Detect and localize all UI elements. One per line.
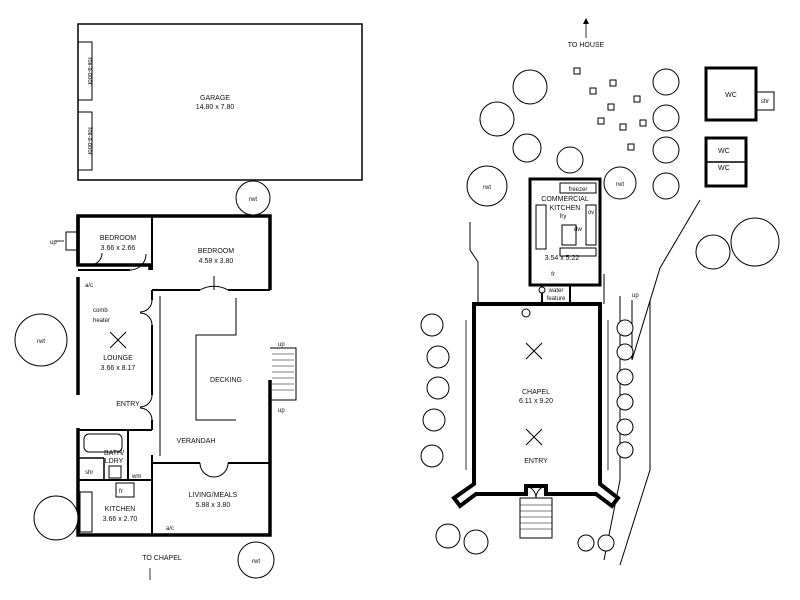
- tree: [512, 133, 542, 163]
- verandah-label: VERANDAH: [177, 438, 216, 445]
- kitchen-size: 3.54 x 5.22: [545, 255, 580, 262]
- tree: [577, 534, 595, 552]
- up-label: up: [50, 240, 57, 246]
- tree: [426, 345, 450, 369]
- garage-door-label: roll-a-door: [86, 57, 92, 84]
- tree: [616, 368, 634, 386]
- water-feature-label: feature: [547, 296, 566, 302]
- heater-label: comb: [93, 308, 108, 314]
- tree: [556, 146, 584, 174]
- tree: [463, 529, 489, 555]
- tree: [652, 136, 680, 164]
- tree: [422, 408, 446, 432]
- kitchen-title: KITCHEN: [105, 506, 136, 513]
- rwt-label: rwt: [252, 559, 260, 565]
- tree: [695, 234, 731, 270]
- lounge-size: 3.66 x 8.17: [101, 365, 136, 372]
- fry-label: fry: [560, 214, 567, 220]
- garage-door-label: roll-a-door: [86, 127, 92, 154]
- shr-label: shr: [761, 99, 769, 105]
- water-feature-label: water: [548, 288, 564, 294]
- chapel-title: CHAPEL: [522, 389, 550, 396]
- freezer-label: freezer: [569, 187, 588, 193]
- tree: [479, 101, 515, 137]
- tree: [597, 534, 615, 552]
- wc-label: WC: [718, 148, 730, 155]
- up-label: up: [278, 342, 285, 348]
- tree: [616, 319, 634, 337]
- bedroom2-title: BEDROOM: [198, 248, 234, 255]
- kitchen-size: 3.66 x 2.70: [103, 516, 138, 523]
- tree: [616, 441, 634, 459]
- lounge-title: LOUNGE: [103, 355, 133, 362]
- tree: [730, 217, 780, 267]
- bedroom2-size: 4.58 x 3.80: [199, 258, 234, 265]
- living-title: LIVING/MEALS: [189, 492, 238, 499]
- house: BEDROOM 3.66 x 2.66 BEDROOM 4.58 x 3.80 …: [50, 214, 297, 580]
- fr-label: fr: [551, 272, 555, 278]
- tree: [616, 393, 634, 411]
- up-label: up: [278, 408, 285, 414]
- wm-label: wm: [131, 474, 141, 480]
- entry-label: ENTRY: [116, 401, 140, 408]
- tree: [652, 68, 680, 96]
- ac-label: a/c: [85, 283, 93, 289]
- rwt-label: rwt: [37, 339, 45, 345]
- tree: [512, 69, 548, 105]
- living-size: 5.88 x 3.80: [196, 502, 231, 509]
- chapel-entry: ENTRY: [524, 458, 548, 465]
- rwt-label: rwt: [616, 182, 624, 188]
- tree: [33, 495, 79, 541]
- dw-label: dw: [574, 227, 582, 233]
- wc-label: WC: [725, 92, 737, 99]
- kitchen-title: COMMERCIAL: [541, 196, 589, 203]
- fr-label: fr: [119, 489, 123, 495]
- chapel-site: TO HOUSE WC shr WC WC freezer COMMERCIAL…: [420, 18, 780, 566]
- tree: [652, 172, 680, 200]
- tree: [426, 376, 450, 400]
- rainwater-tanks: rwt rwt rwt rwt rwt: [14, 165, 637, 579]
- tree: [616, 343, 634, 361]
- wc-label: WC: [718, 165, 730, 172]
- kitchen-title2: KITCHEN: [550, 205, 581, 212]
- bath-title: BATH/: [104, 450, 124, 457]
- tree: [652, 104, 680, 132]
- rwt-label: rwt: [249, 197, 257, 203]
- tree: [616, 418, 634, 436]
- bedroom1-size: 3.66 x 2.66: [101, 245, 136, 252]
- rwt-label: rwt: [483, 185, 491, 191]
- to-house-label: TO HOUSE: [568, 42, 605, 49]
- shr-label: shr: [85, 470, 93, 476]
- tree: [420, 444, 444, 468]
- up-label: up: [632, 293, 639, 299]
- garage: roll-a-door roll-a-door GARAGE 14.80 x 7…: [77, 23, 363, 181]
- ac-label: a/c: [166, 526, 174, 532]
- to-chapel-label: TO CHAPEL: [142, 555, 182, 562]
- ov-label: ov: [588, 210, 594, 216]
- garage-size: 14.80 x 7.80: [196, 104, 235, 111]
- decking-label: DECKING: [210, 377, 242, 384]
- bath-title2: LDRY: [105, 458, 124, 465]
- chapel-size: 6.11 x 9.20: [519, 398, 553, 405]
- heater-label: heater: [93, 318, 110, 324]
- bedroom1-title: BEDROOM: [100, 235, 136, 242]
- tree: [420, 313, 444, 337]
- tree: [435, 523, 461, 549]
- garage-title: GARAGE: [200, 95, 230, 102]
